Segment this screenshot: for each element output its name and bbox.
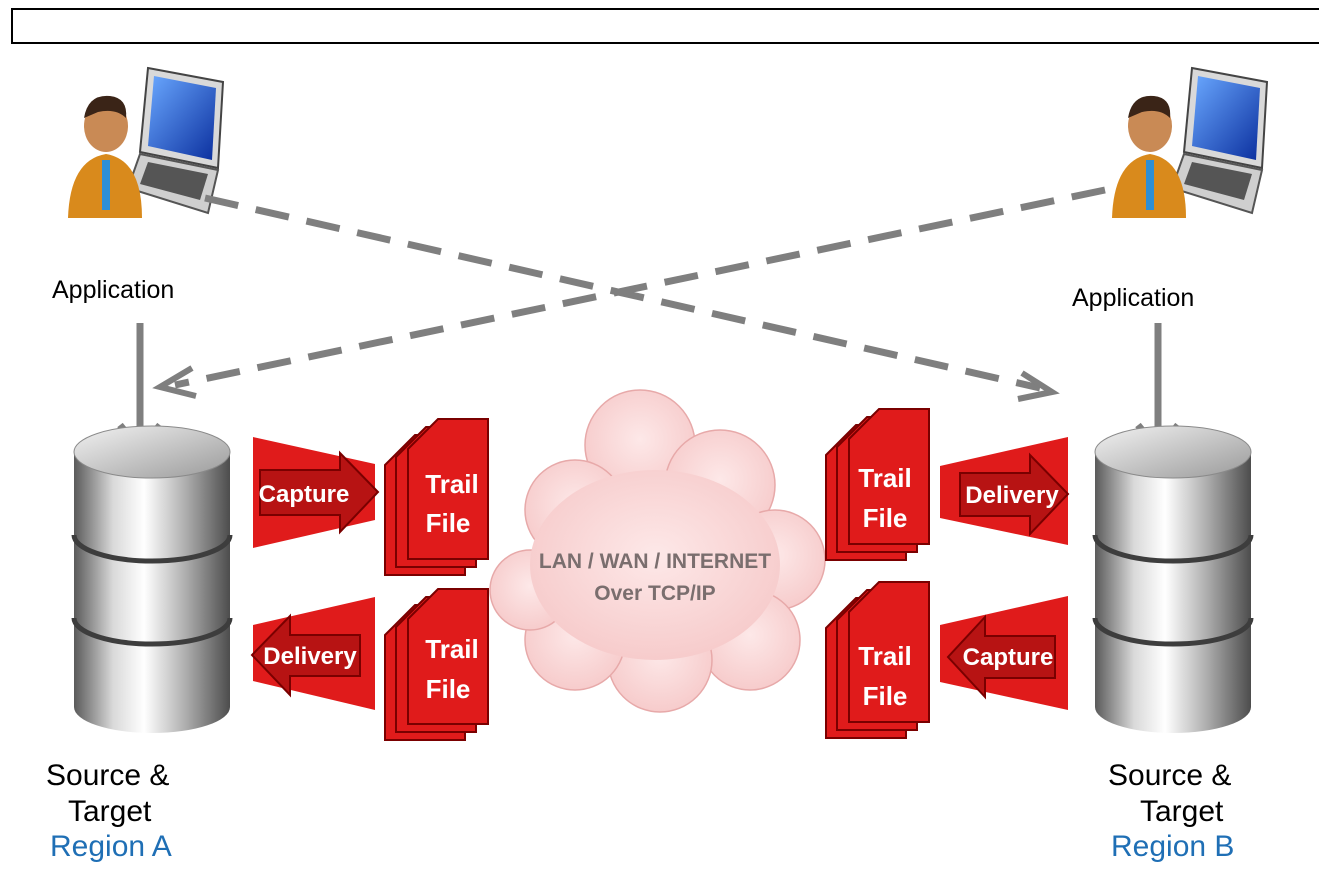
right-region-label: Region B [1111, 830, 1235, 863]
title-box [11, 8, 1319, 44]
left-capture-label: Capture [259, 481, 350, 508]
left-upper-trail-line1: Trail [425, 469, 478, 499]
right-upper-trail-file-icon [825, 408, 930, 561]
right-upper-trail-line1: Trail [858, 463, 911, 493]
left-database-icon [71, 425, 233, 733]
right-user-laptop-icon [1112, 66, 1269, 218]
right-delivery-label: Delivery [965, 482, 1059, 509]
left-source-target-line1: Source & [46, 759, 170, 792]
left-capture-process [253, 437, 380, 548]
right-source-target-line1: Source & [1108, 759, 1232, 792]
right-source-target-line2: Target [1140, 795, 1224, 828]
cloud-line2: Over TCP/IP [594, 582, 715, 605]
right-lower-trail-file-icon [825, 581, 930, 739]
left-delivery-label: Delivery [263, 643, 357, 670]
network-cloud-icon [489, 389, 826, 713]
right-upper-trail-line2: File [863, 503, 908, 533]
left-lower-trail-file-icon [384, 588, 489, 741]
right-capture-process [940, 596, 1068, 710]
right-delivery-process [940, 437, 1070, 545]
right-lower-trail-line1: Trail [858, 641, 911, 671]
left-application-label: Application [52, 276, 175, 304]
right-capture-label: Capture [963, 644, 1054, 671]
left-source-target-line2: Target [68, 795, 152, 828]
cloud-line1: LAN / WAN / INTERNET [539, 550, 771, 573]
right-database-icon [1092, 425, 1254, 733]
left-delivery-process [250, 597, 375, 710]
right-application-label: Application [1072, 284, 1195, 312]
right-lower-trail-line2: File [863, 681, 908, 711]
left-user-laptop-icon [68, 66, 225, 218]
dashed-arrow-right-user-to-region-a [152, 186, 1106, 399]
left-lower-trail-line1: Trail [425, 634, 478, 664]
left-upper-trail-line2: File [426, 508, 471, 538]
left-upper-trail-file-icon [384, 418, 489, 576]
left-lower-trail-line2: File [426, 674, 471, 704]
left-region-label: Region A [50, 830, 172, 863]
